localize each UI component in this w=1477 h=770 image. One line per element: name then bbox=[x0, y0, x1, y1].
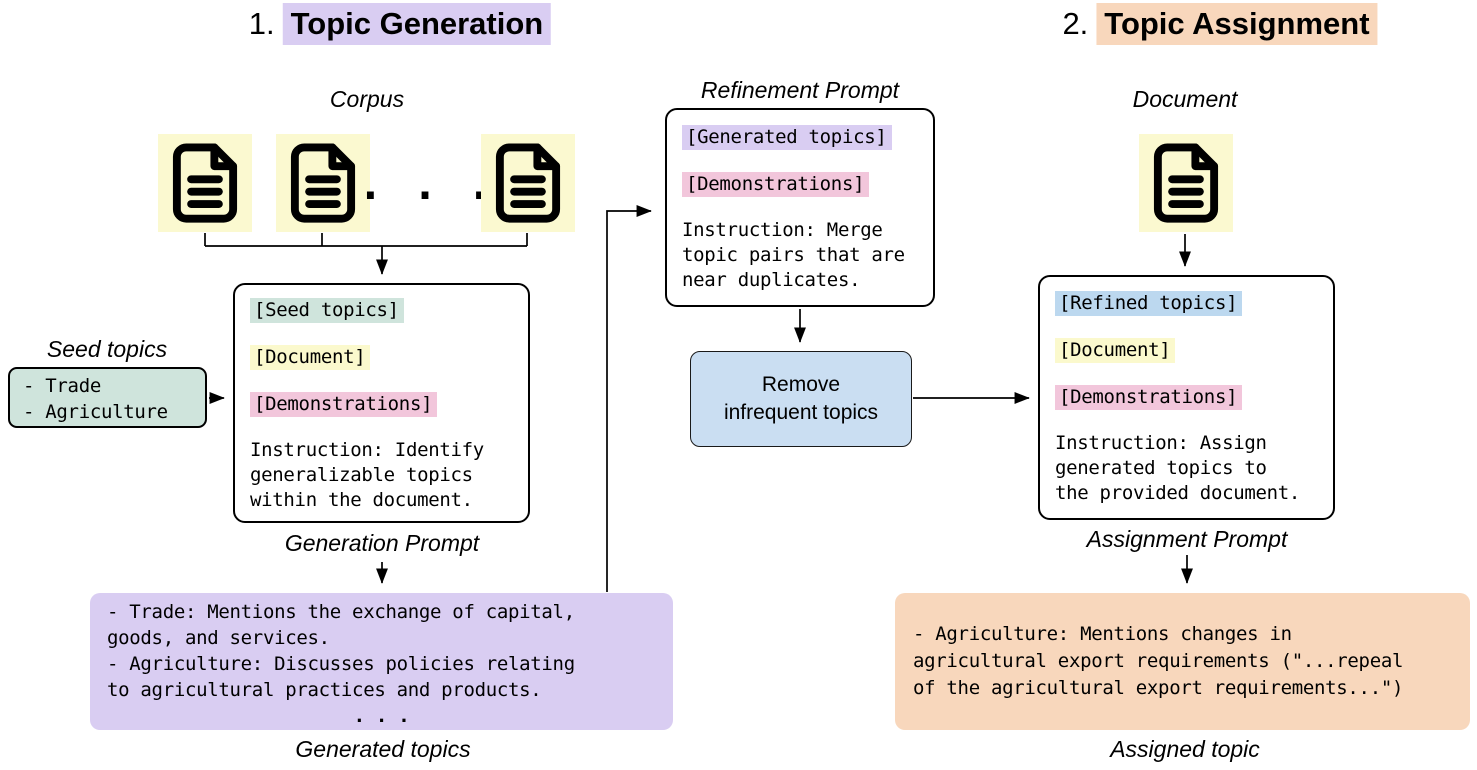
title-assignment-label: Topic Assignment bbox=[1096, 3, 1378, 45]
demonstrations-slot: [Demonstrations] bbox=[250, 392, 438, 417]
document-tile bbox=[276, 134, 370, 232]
demonstrations-slot: [Demonstrations] bbox=[1055, 385, 1243, 410]
seed-topic-item: - Agriculture bbox=[23, 401, 168, 423]
corpus-label: Corpus bbox=[329, 86, 405, 112]
assignment-prompt-caption: Assignment Prompt bbox=[1086, 526, 1288, 552]
title-assignment-number: 2. bbox=[1062, 6, 1089, 41]
refinement-instruction: Instruction: Merge topic pairs that are … bbox=[682, 219, 905, 291]
title-topic-assignment: 2.Topic Assignment bbox=[1062, 3, 1378, 45]
demonstrations-slot: [Demonstrations] bbox=[682, 172, 870, 197]
document-icon bbox=[1153, 143, 1219, 223]
document-slot: [Document] bbox=[1055, 338, 1176, 363]
document-slot: [Document] bbox=[250, 345, 371, 370]
generated-topic-line: goods, and services. bbox=[107, 627, 330, 649]
generation-prompt-box: [Seed topics] [Document] [Demonstrations… bbox=[233, 283, 530, 523]
generated-topics-ellipsis: . . . bbox=[353, 705, 410, 727]
assigned-topic-line: - Agriculture: Mentions changes in bbox=[913, 623, 1292, 645]
title-generation-number: 1. bbox=[248, 6, 275, 41]
corpus-ellipsis: . . . bbox=[357, 160, 495, 209]
generated-topics-box: - Trade: Mentions the exchange of capita… bbox=[90, 593, 673, 730]
seed-topic-item: - Trade bbox=[23, 375, 101, 397]
assigned-topic-line: of the agricultural export requirements.… bbox=[913, 677, 1404, 699]
generation-instruction: Instruction: Identify generalizable topi… bbox=[250, 439, 484, 511]
refinement-prompt-caption: Refinement Prompt bbox=[700, 77, 900, 103]
refinement-prompt-box: [Generated topics] [Demonstrations] Inst… bbox=[665, 108, 935, 307]
assigned-topic-line: agricultural export requirements ("...re… bbox=[913, 650, 1404, 672]
title-generation-label: Topic Generation bbox=[282, 3, 552, 45]
document-tile bbox=[1139, 134, 1233, 232]
document-label: Document bbox=[1132, 86, 1238, 112]
document-icon bbox=[495, 143, 561, 223]
seed-topics-slot: [Seed topics] bbox=[250, 298, 404, 323]
generated-topic-line: - Trade: Mentions the exchange of capita… bbox=[107, 601, 575, 623]
generated-topics-caption: Generated topics bbox=[295, 736, 471, 762]
seed-topics-label: Seed topics bbox=[46, 336, 168, 362]
generated-topics-slot: [Generated topics] bbox=[682, 125, 892, 150]
generated-topic-line: to agricultural practices and products. bbox=[107, 679, 542, 701]
seed-topics-box: - Trade - Agriculture bbox=[8, 367, 207, 428]
generation-prompt-caption: Generation Prompt bbox=[284, 530, 480, 556]
assigned-topic-box: - Agriculture: Mentions changes in agric… bbox=[895, 593, 1470, 730]
document-icon bbox=[290, 143, 356, 223]
document-tile bbox=[481, 134, 575, 232]
document-icon bbox=[172, 143, 238, 223]
assigned-topic-caption: Assigned topic bbox=[1110, 736, 1260, 762]
assignment-instruction: Instruction: Assign generated topics to … bbox=[1055, 432, 1301, 504]
title-topic-generation: 1.Topic Generation bbox=[248, 3, 552, 45]
generated-topic-line: - Agriculture: Discusses policies relati… bbox=[107, 653, 575, 675]
assignment-prompt-box: [Refined topics] [Document] [Demonstrati… bbox=[1038, 275, 1335, 520]
remove-infrequent-topics-box: Remove infrequent topics bbox=[690, 351, 912, 447]
arrow-generated-topics-to-refinement-prompt bbox=[606, 205, 652, 592]
refined-topics-slot: [Refined topics] bbox=[1055, 291, 1243, 316]
document-tile bbox=[158, 134, 252, 232]
corpus-bracket-line bbox=[204, 233, 528, 247]
